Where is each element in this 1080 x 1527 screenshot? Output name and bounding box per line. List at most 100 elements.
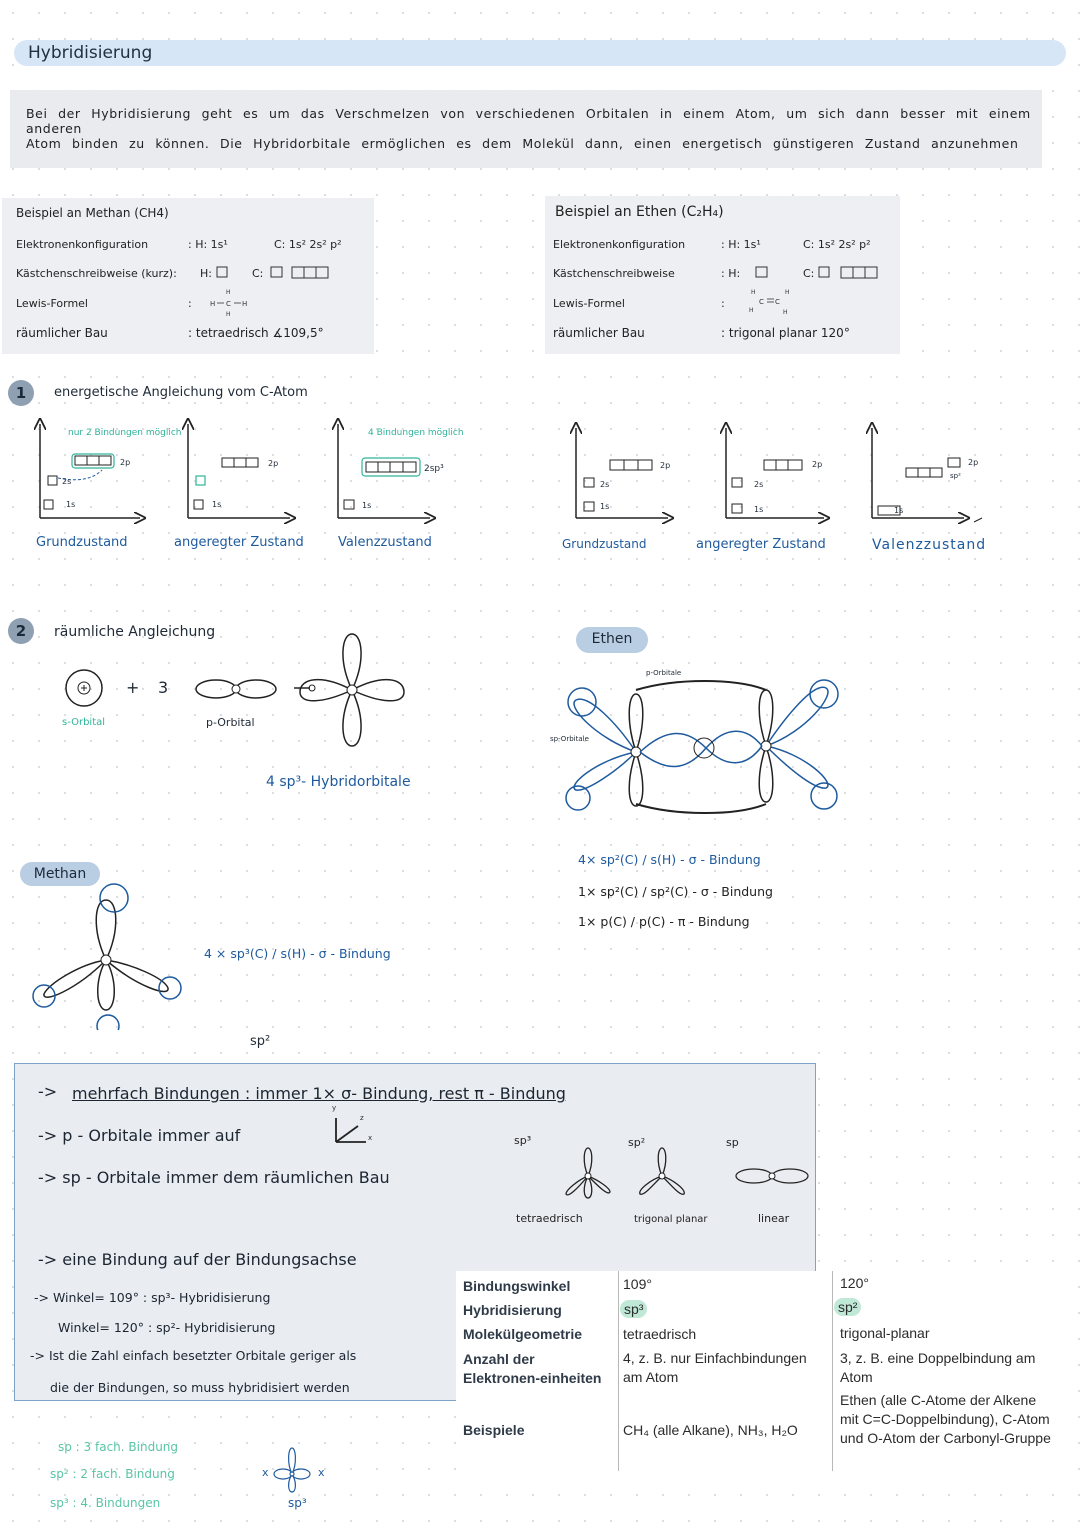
summary-angle-109: -> Winkel= 109° : sp³- Hybridisierung	[34, 1290, 271, 1305]
summary-p-orbitals: -> p - Orbitale immer auf	[38, 1126, 241, 1145]
axis-y-label: y	[332, 1104, 337, 1112]
axis-z-label: z	[360, 1114, 364, 1122]
ethene-row-label: Kästchenschreibweise	[553, 267, 675, 280]
level-label-1s: 1s	[66, 500, 76, 509]
ethene-bond-1: 4× sp²(C) / s(H) - σ - Bindung	[578, 852, 761, 867]
level-label-2s: 2s	[600, 480, 610, 489]
methane-row-label: Elektronenkonfiguration	[16, 238, 149, 251]
hyb-sp-label: sp	[726, 1136, 739, 1149]
note-four-bonds: 4 Bindungen möglich	[368, 428, 464, 438]
ethen-pill: Ethen	[576, 627, 648, 653]
methane-row-value: :	[188, 297, 192, 310]
table-cell-sp2: 3, z. B. eine Doppelbindung am Atom	[840, 1350, 1036, 1385]
summary-orbital-rule-1: -> Ist die Zahl einfach besetzter Orbita…	[30, 1348, 357, 1363]
orbital-combination-drawing	[65, 633, 405, 747]
table-cell-sp3: 109°	[623, 1276, 652, 1292]
section-1-badge: 1	[8, 380, 34, 406]
svg-text:C: C	[775, 298, 780, 306]
ethene-ground-state-diagram	[576, 428, 668, 518]
methane-row-value: H:	[200, 267, 212, 280]
level-label-1s: 1s	[212, 500, 222, 509]
footnote-sp: sp : 3 fach. Bindung	[58, 1440, 179, 1454]
ethene-example-heading: Beispiel an Ethen (C₂H₄)	[555, 204, 724, 220]
ethene-row-value2: C:	[803, 267, 815, 280]
axis-sketch	[335, 1118, 366, 1143]
intro-line-1: Bei der Hybridisierung geht es um das Ve…	[26, 106, 1031, 136]
ethene-excited-state-diagram	[726, 428, 824, 518]
ethene-row-value: : H:	[721, 267, 741, 280]
methane-row-label: räumlicher Bau	[16, 326, 108, 340]
summary-multiple-bonds: mehrfach Bindungen : immer 1× σ- Bindung…	[72, 1084, 566, 1103]
level-label-2s: 2s	[754, 480, 764, 489]
state-label: Grundzustand	[562, 537, 647, 551]
level-label-2sp3: 2sp³	[424, 464, 444, 474]
section-1-title: energetische Angleichung vom C-Atom	[54, 385, 308, 400]
sp3-sketch	[273, 1447, 311, 1493]
summary-orbital-rule-2: die der Bindungen, so muss hybridisiert …	[50, 1380, 350, 1395]
level-label-2p: 2p	[660, 461, 671, 470]
intro-box	[10, 90, 1042, 168]
methane-bond: 4 × sp³(C) / s(H) - σ - Bindung	[204, 946, 391, 961]
level-label-1s: 1s	[754, 505, 764, 514]
ethene-box-notation	[755, 266, 878, 279]
table-row-label: Bindungswinkel	[463, 1278, 571, 1294]
methane-row-value: : H: 1s¹	[188, 238, 228, 251]
table-row-label: Hybridisierung	[463, 1302, 562, 1318]
intro-line-2: Atom binden zu können. Die Hybridorbital…	[26, 136, 1019, 151]
p-orbitals-label: p-Orbitale	[646, 669, 682, 677]
footnote-sp2: sp² : 2 fach. Bindung	[50, 1467, 175, 1481]
summary-bond-axis: -> eine Bindung auf der Bindungsachse	[38, 1250, 357, 1269]
state-label: Grundzustand	[36, 535, 128, 550]
ethene-row-value: : H: 1s¹	[721, 238, 761, 251]
page-title: Hybridisierung	[28, 43, 153, 63]
methane-row-value2: C: 1s² 2s² p²	[274, 238, 342, 251]
table-row-label: Beispiele	[463, 1422, 525, 1438]
ethene-row-label: räumlicher Bau	[553, 326, 645, 340]
sp-orbitals-label: sp-Orbitale	[550, 735, 589, 743]
section-2-badge: 2	[8, 618, 34, 644]
table-cell-sp2: sp²	[834, 1298, 862, 1316]
ethene-row-value: : trigonal planar 120°	[721, 326, 850, 340]
p-orbital-label: p-Orbital	[206, 716, 255, 729]
table-cell-sp2: trigonal-planar	[840, 1325, 930, 1341]
plus-sign: +	[126, 678, 140, 697]
ethene-example-box: Beispiel an Ethen (C₂H₄) Elektronenkonfi…	[545, 196, 900, 354]
svg-text:H: H	[226, 311, 231, 318]
table-cell-sp3: CH₄ (alle Alkane), NH₃, H₂O	[623, 1422, 798, 1438]
svg-text:H: H	[226, 289, 231, 296]
hyb-geometry-linear: linear	[758, 1212, 790, 1225]
hybrid-shapes	[565, 1147, 809, 1199]
ethene-valence-state-diagram	[872, 428, 983, 522]
svg-text:H: H	[785, 289, 790, 296]
svg-text:C: C	[759, 298, 764, 306]
table-divider	[832, 1271, 833, 1471]
summary-angle-120: Winkel= 120° : sp²- Hybridisierung	[58, 1320, 276, 1335]
methane-orbital-drawing	[32, 883, 182, 1030]
hyb-sp2-label: sp²	[628, 1136, 646, 1149]
note-two-bonds: nur 2 Bindungen möglich	[68, 428, 182, 438]
table-divider	[618, 1271, 619, 1471]
factor-three: 3	[158, 678, 169, 697]
sp3-hybrid-label: 4 sp³- Hybridorbitale	[266, 774, 411, 790]
section-2-title: räumliche Angleichung	[54, 624, 216, 640]
sp3-sketch-label: sp³	[288, 1496, 307, 1510]
summary-sp-orbitals: -> sp - Orbitale immer dem räumlichen Ba…	[38, 1168, 390, 1187]
svg-text:H: H	[783, 309, 788, 316]
state-label: angeregter Zustand	[174, 535, 304, 550]
hyb-geometry-tetrahedral: tetraedrisch	[516, 1212, 583, 1225]
hyb-sp3-label: sp³	[514, 1134, 532, 1147]
methane-row-label: Lewis-Formel	[16, 297, 88, 310]
state-label: angeregter Zustand	[696, 537, 826, 552]
level-label-1s: 1s	[600, 502, 610, 511]
hyb-geometry-trigonal: trigonal planar	[634, 1214, 708, 1225]
table-cell-sp3: sp³	[620, 1300, 648, 1318]
sp3-sketch-x-left: x	[262, 1466, 269, 1479]
axis-x-label: x	[368, 1134, 373, 1142]
title-bar	[14, 40, 1066, 66]
svg-text:H: H	[210, 300, 215, 308]
table-cell-sp2: 120°	[840, 1275, 869, 1291]
svg-text:H: H	[749, 307, 754, 314]
ethene-row-value2: C: 1s² 2s² p²	[803, 238, 871, 251]
summary-arrow-1: ->	[38, 1082, 58, 1101]
ethene-bond-3: 1× p(C) / p(C) - π - Bindung	[578, 914, 750, 929]
